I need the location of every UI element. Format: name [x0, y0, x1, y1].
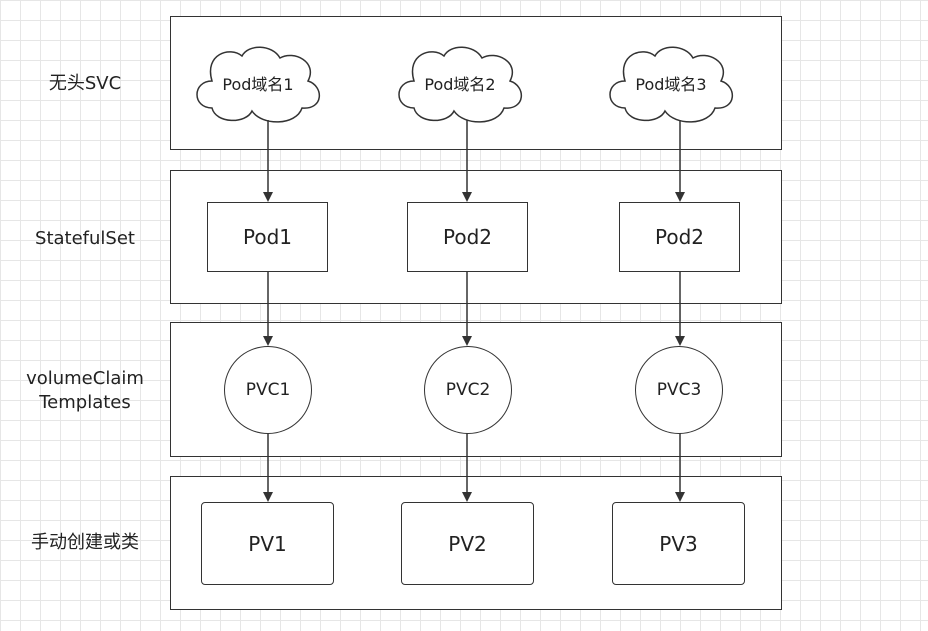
row-label-statefulset: StatefulSet	[35, 228, 135, 249]
pvc-circle-1: PVC1	[224, 346, 312, 434]
pod-box-1: Pod1	[207, 202, 328, 272]
pod-box-2: Pod2	[407, 202, 528, 272]
pv-box-3: PV3	[612, 502, 745, 585]
cloud-label-3: Pod域名3	[635, 75, 707, 94]
cloud-label-2: Pod域名2	[424, 75, 496, 94]
cloud-label-1: Pod域名1	[222, 75, 294, 94]
pv-box-1: PV1	[201, 502, 334, 585]
pvc-circle-2: PVC2	[424, 346, 512, 434]
row-label-headless-svc: 无头SVC	[48, 73, 122, 94]
row-label-volume-claim-templates: volumeClaim Templates	[26, 368, 144, 413]
row-label-pv-source: 手动创建或类	[31, 532, 139, 553]
pv-box-2: PV2	[401, 502, 534, 585]
pod-box-3: Pod2	[619, 202, 740, 272]
pvc-circle-3: PVC3	[635, 346, 723, 434]
